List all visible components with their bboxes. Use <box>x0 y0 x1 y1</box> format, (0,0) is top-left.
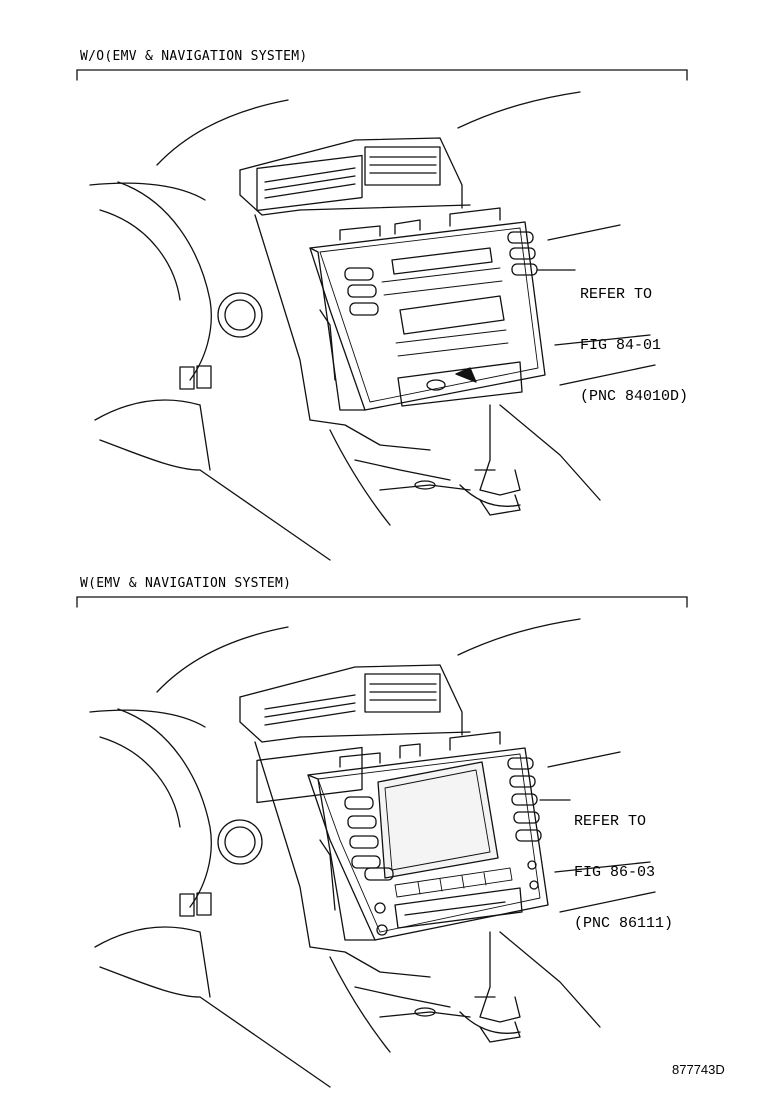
top-section-caption: W/O(EMV & NAVIGATION SYSTEM) <box>80 49 308 64</box>
bottom-callout-line3: (PNC 86111) <box>574 915 674 932</box>
bottom-dashboard-illustration <box>89 618 656 1088</box>
bottom-section-caption: W(EMV & NAVIGATION SYSTEM) <box>80 576 292 591</box>
top-callout-line3: (PNC 84010D) <box>580 388 689 405</box>
top-section-bracket <box>76 69 688 81</box>
bottom-callout-line1: REFER TO <box>574 813 647 830</box>
top-callout[interactable]: REFER TO FIG 84-01 (PNC 84010D) <box>580 252 688 439</box>
top-callout-line1: REFER TO <box>580 286 653 303</box>
figure-id: 877743D <box>672 1062 725 1077</box>
top-dashboard-illustration <box>89 91 656 561</box>
bottom-section-bracket <box>76 596 688 608</box>
